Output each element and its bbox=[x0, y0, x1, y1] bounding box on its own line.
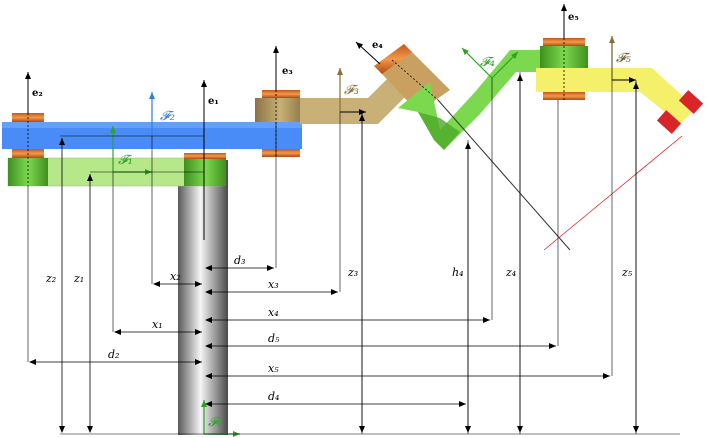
label-e1: e₁ bbox=[208, 96, 219, 107]
label-d4: d₄ bbox=[268, 390, 279, 403]
label-e2: e₂ bbox=[32, 88, 43, 99]
label-d5: d₅ bbox=[268, 332, 280, 345]
label-x5: x₅ bbox=[268, 362, 279, 375]
frame-4 bbox=[461, 47, 519, 79]
link-5 bbox=[536, 68, 696, 124]
label-d2: d₂ bbox=[108, 348, 119, 361]
label-F4: 𝓕₄ bbox=[480, 55, 495, 70]
joint-5-green bbox=[540, 46, 588, 68]
label-e3: e₃ bbox=[282, 66, 293, 77]
label-z4: z₄ bbox=[505, 266, 516, 279]
joint-3-cap-top bbox=[262, 90, 300, 98]
axis-vectors bbox=[25, 4, 571, 251]
label-h4: h₄ bbox=[452, 266, 464, 279]
label-x3: x₃ bbox=[268, 278, 279, 291]
label-z3: z₃ bbox=[347, 266, 358, 279]
end-effector-axis bbox=[543, 135, 683, 251]
link-4-shade bbox=[418, 112, 460, 150]
label-e5: e₅ bbox=[568, 12, 579, 23]
label-z1: z₁ bbox=[73, 272, 84, 285]
base-column bbox=[178, 160, 228, 435]
label-e4: e₄ bbox=[372, 40, 383, 51]
link-3 bbox=[300, 74, 410, 124]
frame-5 bbox=[609, 36, 636, 83]
horizontal-dimensions bbox=[29, 265, 610, 407]
vertical-dimensions bbox=[59, 74, 639, 433]
end-effector-b bbox=[656, 110, 682, 134]
label-x2: x₂ bbox=[170, 270, 181, 283]
label-d3: d₃ bbox=[234, 254, 245, 267]
end-effector-a bbox=[678, 90, 704, 114]
label-F0: 𝓕₀ bbox=[208, 415, 224, 430]
label-z5: z₅ bbox=[621, 266, 633, 279]
joint-3-cap-bot bbox=[262, 149, 300, 157]
joint-1-cap bbox=[184, 153, 226, 159]
joint-4-cap bbox=[374, 44, 412, 74]
label-z2: z₂ bbox=[45, 272, 56, 285]
label-F2: 𝓕₂ bbox=[160, 109, 175, 124]
joint-3-body bbox=[255, 98, 305, 122]
label-x1: x₁ bbox=[152, 318, 163, 331]
label-F3: 𝓕₃ bbox=[344, 83, 359, 98]
frame-3 bbox=[337, 68, 366, 115]
label-F1: 𝓕₁ bbox=[118, 153, 133, 168]
label-x4: x₄ bbox=[268, 306, 279, 319]
label-F5: 𝓕₅ bbox=[616, 51, 632, 66]
